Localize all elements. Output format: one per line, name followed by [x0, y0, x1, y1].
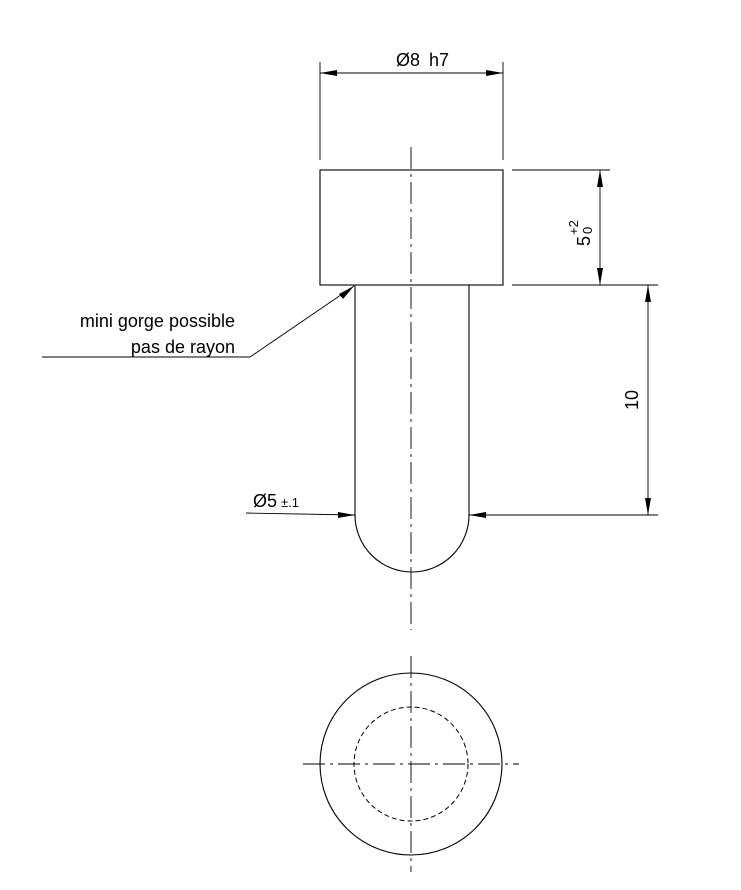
head-height-tol-upper: +2: [566, 220, 581, 235]
shaft-length-dimension: 10: [500, 284, 658, 516]
head-diameter-dimension: Ø8 h7: [319, 50, 504, 160]
shaft-diameter-tolerance: ±.1: [281, 495, 299, 510]
head-height-dimension: 5 +2 0: [512, 169, 610, 286]
top-view: [303, 656, 519, 872]
pin-head-outline: [319, 169, 504, 286]
head-diameter-value: Ø8: [396, 50, 420, 70]
note-line-2: pas de rayon: [131, 337, 235, 357]
head-height-tol-lower: 0: [580, 227, 595, 234]
pin-shaft-outline: [354, 285, 470, 573]
shaft-length-value: 10: [622, 390, 642, 410]
front-view: [319, 147, 504, 630]
shaft-diameter-dimension: Ø5 ±.1: [245, 491, 500, 518]
note-line-1: mini gorge possible: [80, 311, 235, 331]
head-height-value: 5: [574, 236, 594, 246]
head-diameter-tolerance: h7: [429, 50, 449, 70]
groove-note: mini gorge possible pas de rayon: [42, 285, 355, 358]
shaft-diameter-value: Ø5: [253, 491, 277, 511]
